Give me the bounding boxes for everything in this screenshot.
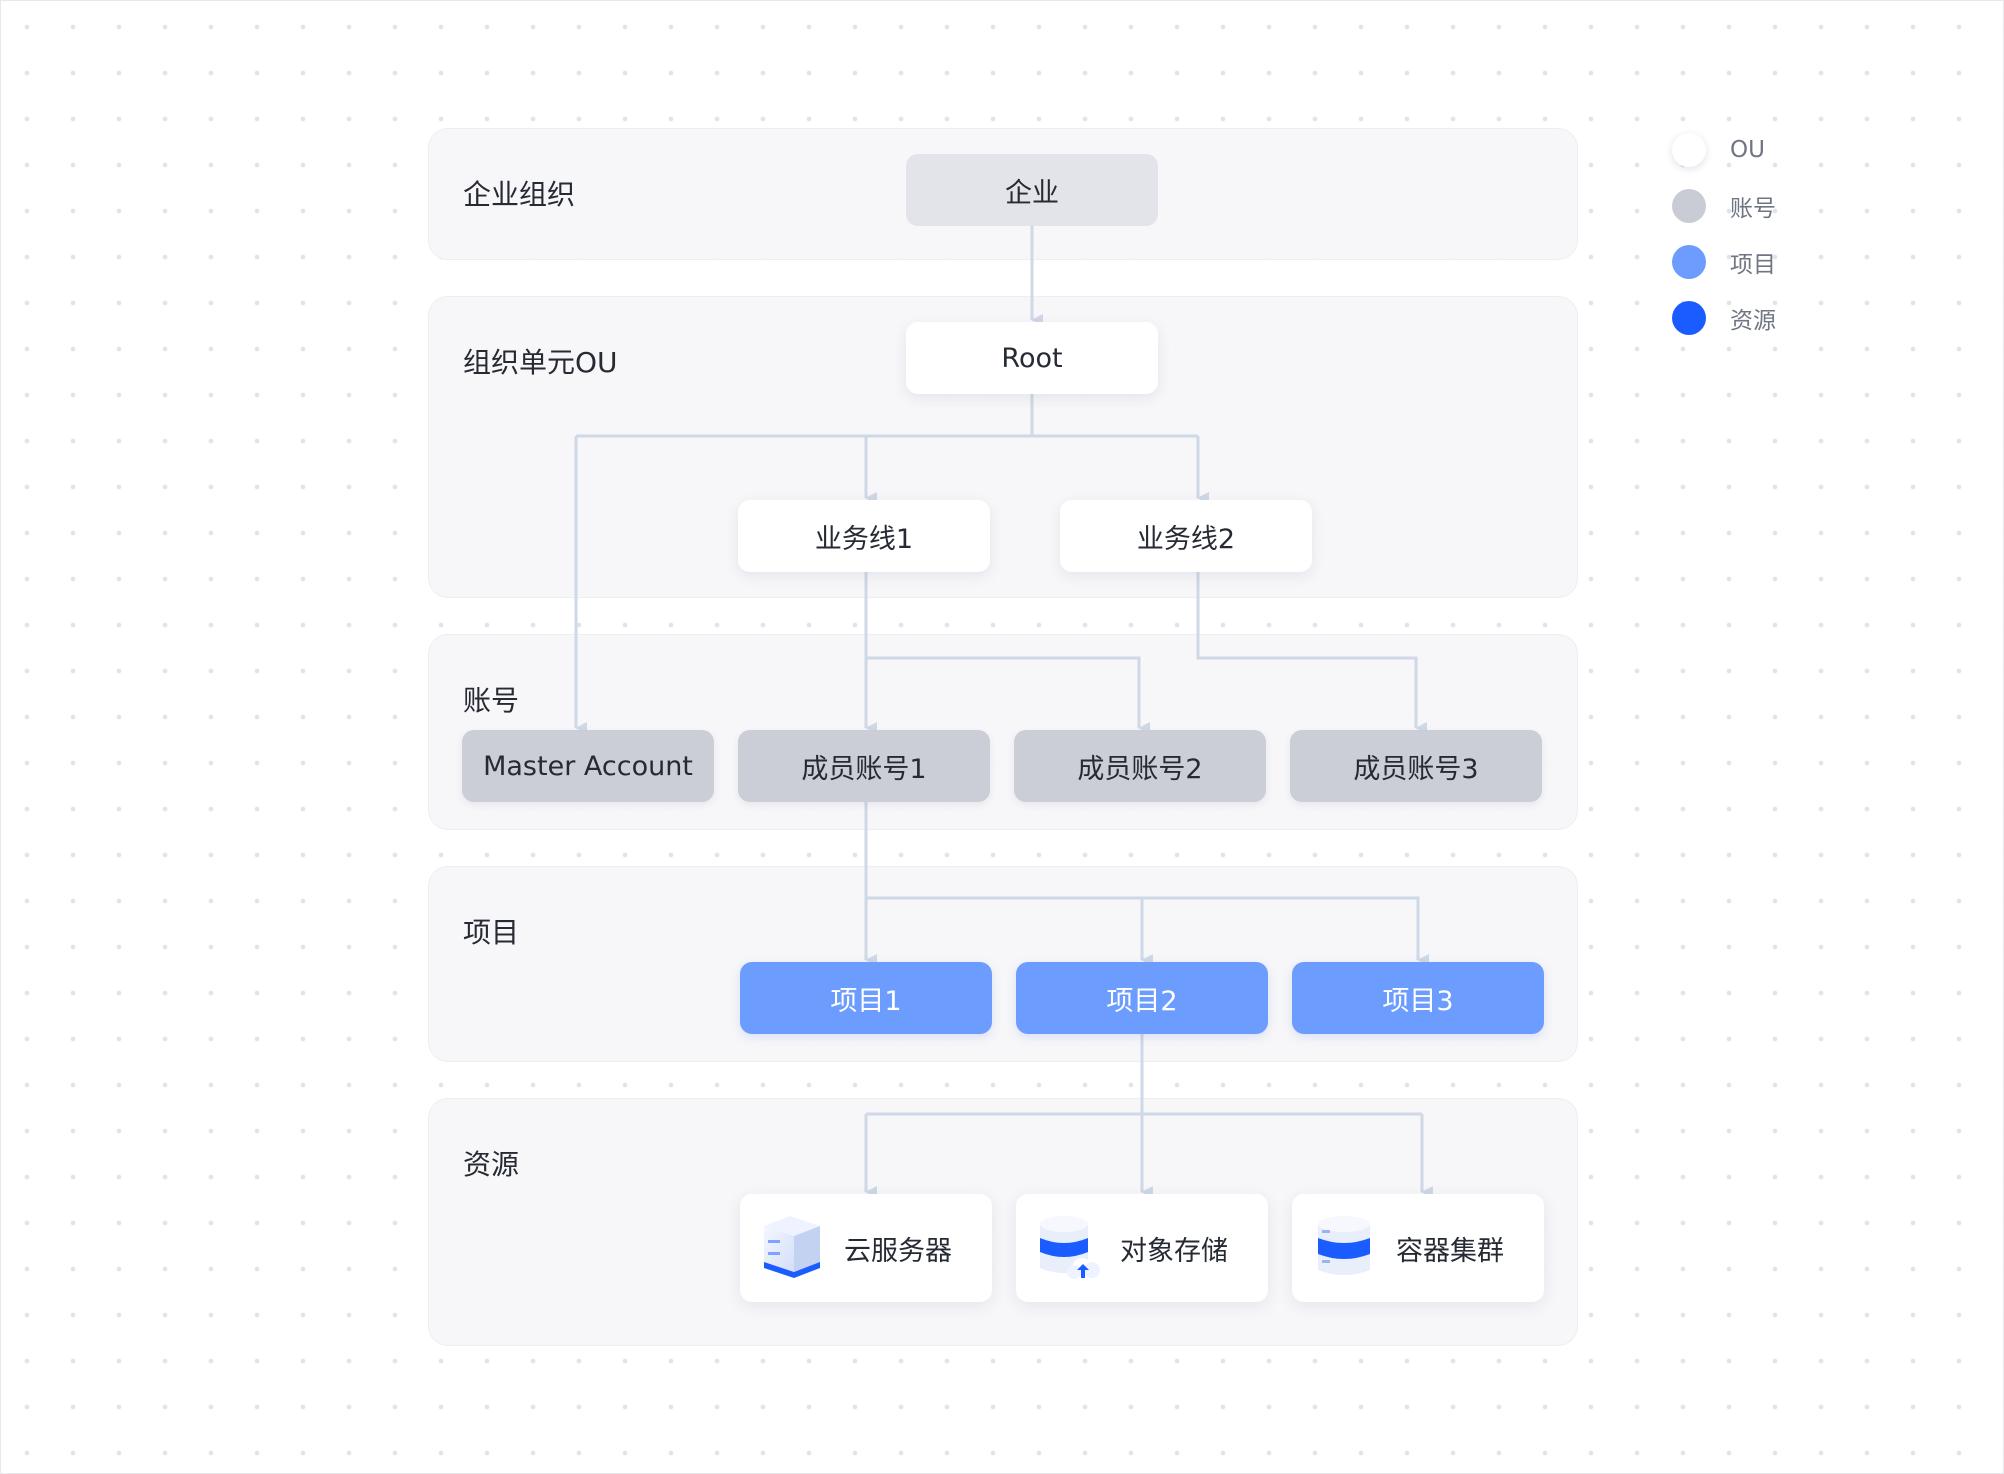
legend-label-account: 账号 xyxy=(1730,196,1776,222)
node-master-account[interactable]: Master Account xyxy=(462,730,714,802)
object-storage-label: 对象存储 xyxy=(1120,1235,1228,1267)
band-label-accounts: 账号 xyxy=(463,684,520,717)
node-business-line-2[interactable]: 业务线2 xyxy=(1060,500,1312,572)
legend-label-project: 项目 xyxy=(1730,252,1776,278)
node-project-3[interactable]: 项目3 xyxy=(1292,962,1544,1034)
node-object-storage[interactable]: 对象存储 xyxy=(1016,1194,1268,1302)
legend-item-account: 账号 xyxy=(1672,186,1872,226)
legend-dot-account xyxy=(1672,189,1706,223)
legend-label-resource: 资源 xyxy=(1730,308,1776,334)
legend-dot-project xyxy=(1672,245,1706,279)
node-member-account-3[interactable]: 成员账号3 xyxy=(1290,730,1542,802)
node-root[interactable]: Root xyxy=(906,322,1158,394)
band-label-enterprise-org: 企业组织 xyxy=(463,178,576,211)
cloud-server-icon xyxy=(764,1216,820,1278)
container-cluster-label: 容器集群 xyxy=(1396,1235,1504,1267)
band-label-org-unit: 组织单元OU xyxy=(463,346,618,379)
node-project-1[interactable]: 项目1 xyxy=(740,962,992,1034)
legend-item-resource: 资源 xyxy=(1672,298,1872,338)
band-label-resources: 资源 xyxy=(463,1148,520,1181)
node-enterprise[interactable]: 企业 xyxy=(906,154,1158,226)
object-storage-icon xyxy=(1040,1216,1100,1279)
node-container-cluster[interactable]: 容器集群 xyxy=(1292,1194,1544,1302)
container-cluster-icon xyxy=(1318,1216,1370,1275)
legend-label-ou: OU xyxy=(1730,137,1765,163)
legend-dot-ou xyxy=(1672,133,1706,167)
node-business-line-1[interactable]: 业务线1 xyxy=(738,500,990,572)
band-label-projects: 项目 xyxy=(463,916,520,949)
node-project-2[interactable]: 项目2 xyxy=(1016,962,1268,1034)
legend-item-project: 项目 xyxy=(1672,242,1872,282)
node-member-account-2[interactable]: 成员账号2 xyxy=(1014,730,1266,802)
band-enterprise-org: 企业组织 xyxy=(428,128,1578,260)
legend-dot-resource xyxy=(1672,301,1706,335)
legend-item-ou: OU xyxy=(1672,130,1872,170)
node-cloud-server[interactable]: 云服务器 xyxy=(740,1194,992,1302)
cloud-server-label: 云服务器 xyxy=(844,1235,952,1267)
node-member-account-1[interactable]: 成员账号1 xyxy=(738,730,990,802)
